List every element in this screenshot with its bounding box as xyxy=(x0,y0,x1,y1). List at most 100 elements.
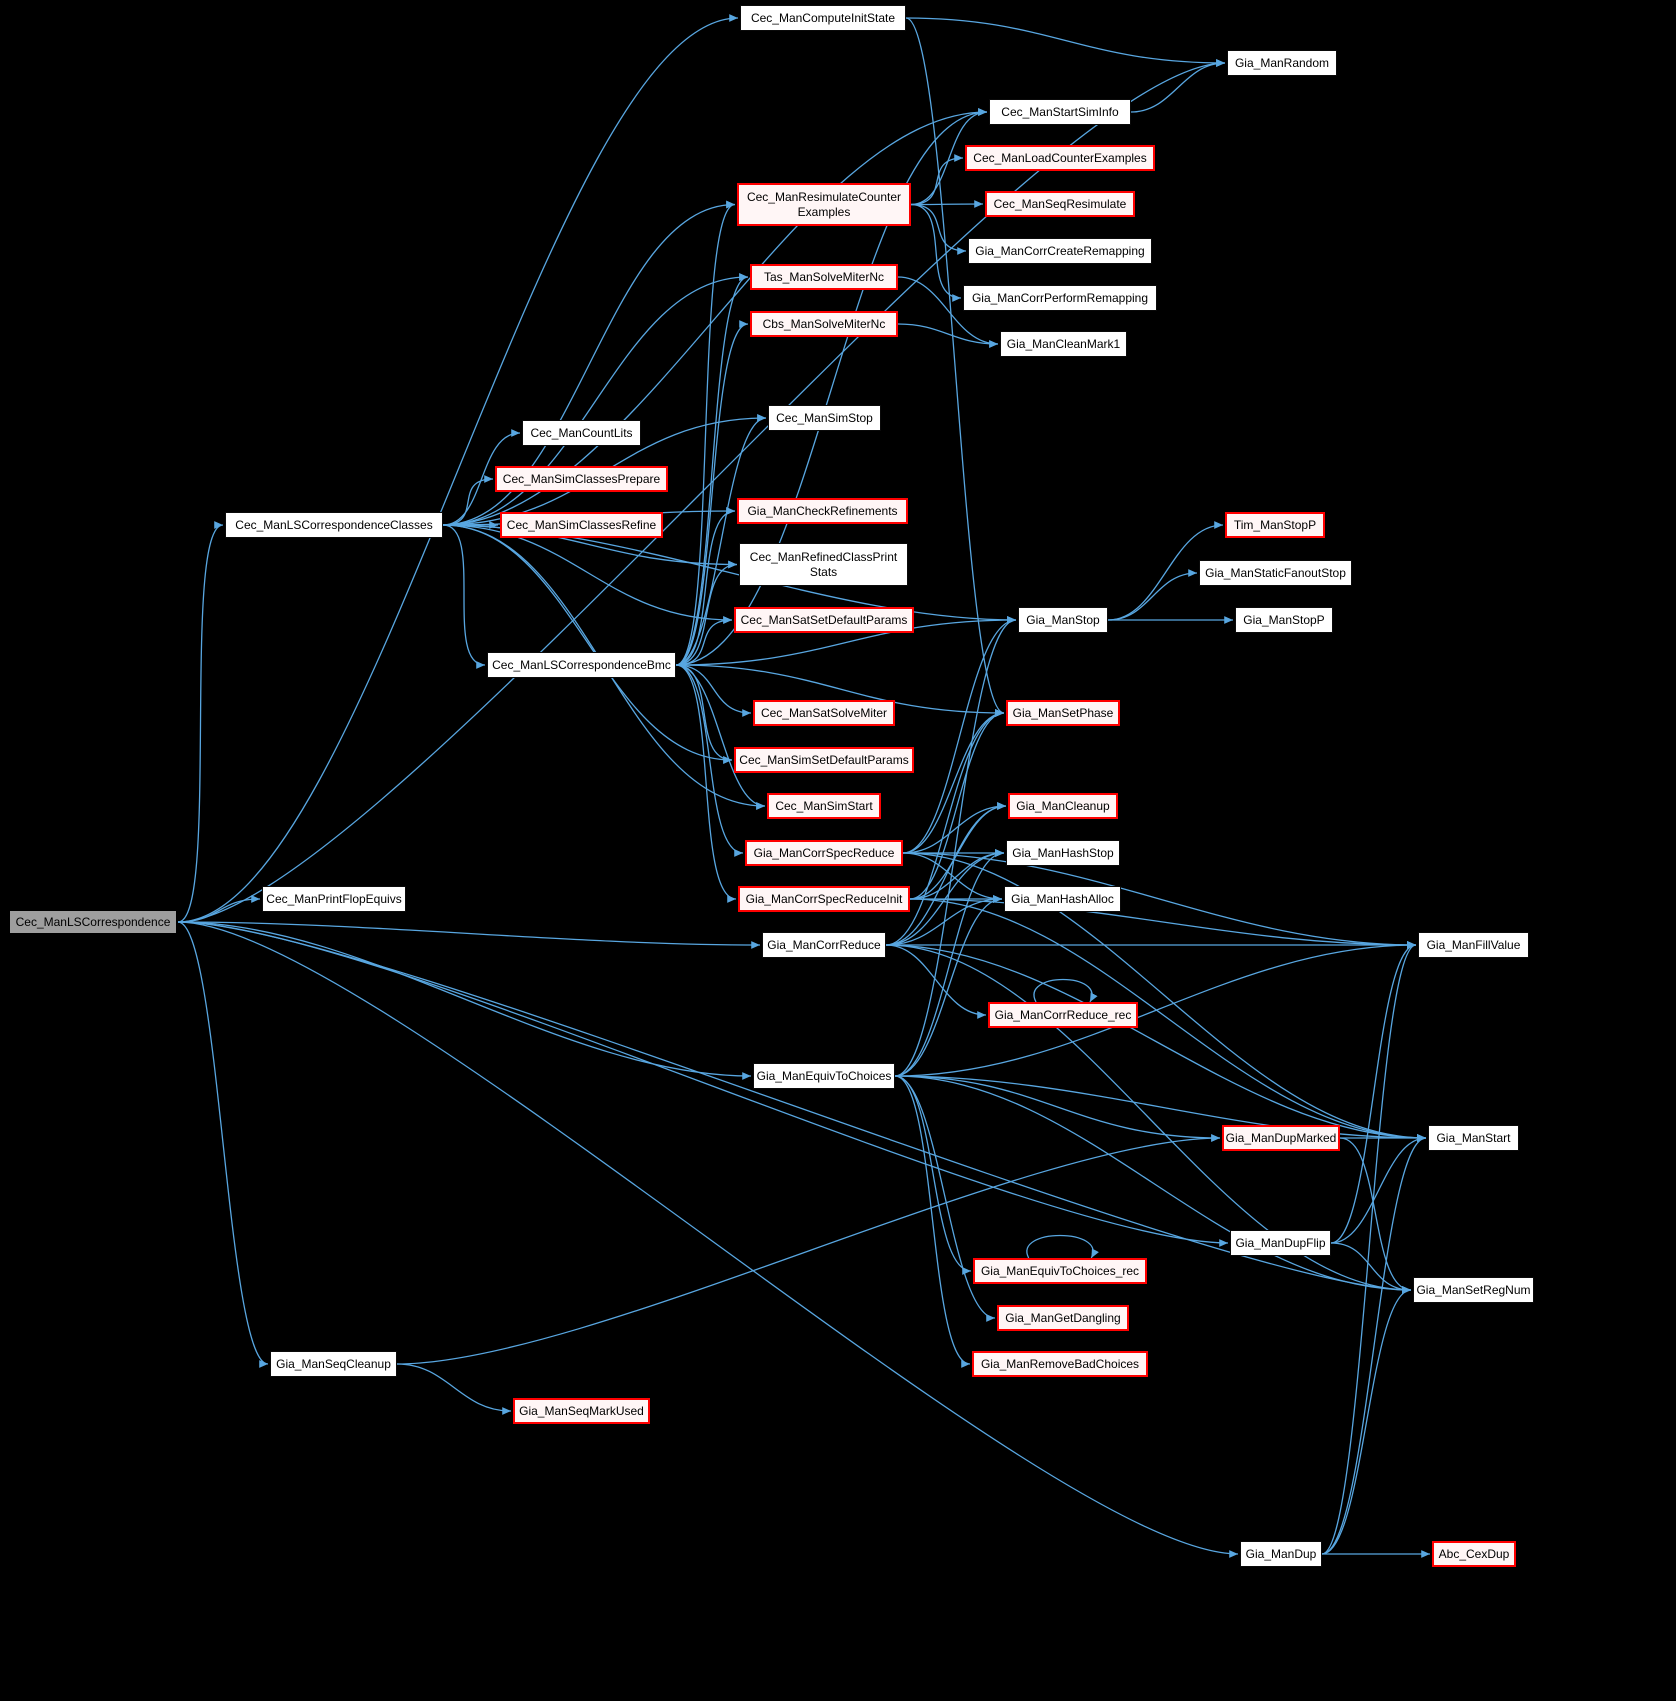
edge-gia-man-seq-cleanup--gia-man-seq-mark-used xyxy=(396,1363,512,1415)
node-gia-man-dup[interactable]: Gia_ManDup xyxy=(1240,1541,1322,1567)
edge-gia-man-equiv-to-choices--gia-man-set-reg-num xyxy=(894,1075,1412,1294)
node-gia-man-hash-stop[interactable]: Gia_ManHashStop xyxy=(1006,840,1120,866)
node-gia-man-corr-reduce-rec[interactable]: Gia_ManCorrReduce_rec xyxy=(988,1002,1138,1028)
edge-gia-man-stop--gia-man-static-fanout-stop xyxy=(1107,569,1198,621)
node-cec-man-sim-start[interactable]: Cec_ManSimStart xyxy=(767,793,881,819)
edge-cec-man-resimulate-counter-examples--cec-man-load-counter-examples xyxy=(910,154,964,206)
edge-gia-man-equiv-to-choices--gia-man-stop xyxy=(894,616,1017,1077)
node-gia-man-corr-reduce[interactable]: Gia_ManCorrReduce xyxy=(762,932,886,958)
node-gia-man-corr-spec-reduce[interactable]: Gia_ManCorrSpecReduce xyxy=(745,840,903,866)
edge-gia-man-corr-spec-reduce--gia-man-cleanup xyxy=(902,802,1007,854)
node-gia-man-equiv-to-choices[interactable]: Gia_ManEquivToChoices xyxy=(753,1063,895,1089)
edge-cec-man-ls-correspondence--cec-man-ls-correspondence-classes xyxy=(177,521,224,923)
edge-cec-man-compute-init-state--gia-man-set-phase xyxy=(905,17,1005,717)
edge-gia-man-equiv-to-choices--gia-man-dup-marked xyxy=(894,1075,1221,1142)
node-gia-man-seq-cleanup[interactable]: Gia_ManSeqCleanup xyxy=(270,1351,397,1377)
node-cec-man-refined-class-print-stats[interactable]: Cec_ManRefinedClassPrint Stats xyxy=(739,543,908,586)
edge-gia-man-dup-flip--gia-man-fill-value xyxy=(1330,941,1417,1244)
edge-cec-man-resimulate-counter-examples--cec-man-seq-resimulate xyxy=(910,200,984,208)
edge-cec-man-resimulate-counter-examples--gia-man-corr-create-remapping xyxy=(910,203,967,255)
edge-cec-man-ls-correspondence--gia-man-dup xyxy=(177,921,1239,1558)
edge-cbs-man-solve-miter-nc--gia-man-clean-mark1 xyxy=(897,323,999,348)
node-gia-man-corr-perform-remapping[interactable]: Gia_ManCorrPerformRemapping xyxy=(963,285,1157,311)
node-gia-man-static-fanout-stop[interactable]: Gia_ManStaticFanoutStop xyxy=(1199,560,1352,586)
node-cec-man-compute-init-state[interactable]: Cec_ManComputeInitState xyxy=(740,5,906,31)
edge-cec-man-ls-correspondence-classes--tas-man-solve-miter-nc xyxy=(442,273,749,526)
node-cec-man-sim-classes-refine[interactable]: Cec_ManSimClassesRefine xyxy=(500,512,663,538)
edge-gia-man-equiv-to-choices--gia-man-hash-alloc xyxy=(894,895,1003,1077)
node-cec-man-sim-stop[interactable]: Cec_ManSimStop xyxy=(768,405,881,431)
edge-group xyxy=(177,14,1430,1558)
edge-cec-man-ls-correspondence-bmc--cec-man-sat-solve-miter xyxy=(675,664,752,717)
edge-gia-man-dup--gia-man-fill-value xyxy=(1321,941,1417,1555)
node-cec-man-ls-correspondence-bmc[interactable]: Cec_ManLSCorrespondenceBmc xyxy=(487,652,676,678)
node-cec-man-load-counter-examples[interactable]: Cec_ManLoadCounterExamples xyxy=(965,145,1155,171)
node-gia-man-random[interactable]: Gia_ManRandom xyxy=(1227,50,1337,76)
edge-cec-man-ls-correspondence-classes--cec-man-resimulate-counter-examples xyxy=(442,200,736,526)
node-gia-man-get-dangling[interactable]: Gia_ManGetDangling xyxy=(997,1305,1129,1331)
edge-cec-man-ls-correspondence--gia-man-dup-flip xyxy=(177,921,1229,1247)
node-gia-man-stop[interactable]: Gia_ManStop xyxy=(1018,607,1108,633)
node-gia-man-check-refinements[interactable]: Gia_ManCheckRefinements xyxy=(737,498,908,524)
node-gia-man-seq-mark-used[interactable]: Gia_ManSeqMarkUsed xyxy=(513,1398,650,1424)
edge-cec-man-ls-correspondence-bmc--tas-man-solve-miter-nc xyxy=(675,273,749,666)
node-cec-man-seq-resimulate[interactable]: Cec_ManSeqResimulate xyxy=(985,191,1135,217)
node-gia-man-corr-create-remapping[interactable]: Gia_ManCorrCreateRemapping xyxy=(968,238,1152,264)
node-cec-man-ls-correspondence[interactable]: Cec_ManLSCorrespondence xyxy=(8,909,178,935)
edge-gia-man-corr-spec-reduce-init--gia-man-start xyxy=(909,898,1427,1142)
node-gia-man-set-reg-num[interactable]: Gia_ManSetRegNum xyxy=(1413,1277,1534,1303)
edge-gia-man-equiv-to-choices--gia-man-hash-stop xyxy=(894,849,1005,1077)
node-cec-man-resimulate-counter-examples[interactable]: Cec_ManResimulateCounter Examples xyxy=(737,183,911,226)
node-cec-man-ls-correspondence-classes[interactable]: Cec_ManLSCorrespondenceClasses xyxy=(225,512,443,538)
node-cbs-man-solve-miter-nc[interactable]: Cbs_ManSolveMiterNc xyxy=(750,311,898,337)
edge-cec-man-ls-correspondence-classes--gia-man-stop xyxy=(442,524,1017,624)
node-gia-man-dup-marked[interactable]: Gia_ManDupMarked xyxy=(1222,1125,1340,1151)
edge-gia-man-dup-flip--gia-man-start xyxy=(1330,1134,1427,1244)
edge-gia-man-corr-reduce--gia-man-set-phase xyxy=(885,709,1005,946)
edge-cec-man-resimulate-counter-examples--cec-man-start-sim-info xyxy=(910,108,988,206)
edge-gia-man-corr-spec-reduce--gia-man-hash-alloc xyxy=(902,852,1003,903)
node-gia-man-dup-flip[interactable]: Gia_ManDupFlip xyxy=(1230,1230,1331,1256)
edge-gia-man-corr-spec-reduce--gia-man-set-phase xyxy=(902,709,1005,854)
edge-cec-man-ls-correspondence-classes--cec-man-sat-set-default-params xyxy=(442,524,733,624)
edge-cec-man-start-sim-info--gia-man-random xyxy=(1130,59,1226,113)
edge-cec-man-ls-correspondence-bmc--cec-man-refined-class-print-stats xyxy=(675,560,738,666)
edge-gia-man-corr-spec-reduce--gia-man-stop xyxy=(902,616,1017,854)
node-gia-man-start[interactable]: Gia_ManStart xyxy=(1428,1125,1519,1151)
edge-gia-man-equiv-to-choices-rec--gia-man-equiv-to-choices-rec xyxy=(1026,1234,1099,1259)
edge-cec-man-ls-correspondence-bmc--cec-man-start-sim-info xyxy=(675,108,988,666)
edge-gia-man-stop--tim-man-stop-p xyxy=(1107,521,1224,621)
edge-cec-man-ls-correspondence-bmc--cec-man-resimulate-counter-examples xyxy=(675,200,736,666)
edge-cec-man-ls-correspondence--gia-man-seq-cleanup xyxy=(177,921,269,1368)
edge-gia-man-dup-flip--gia-man-set-reg-num xyxy=(1330,1242,1412,1294)
node-gia-man-stop-p[interactable]: Gia_ManStopP xyxy=(1235,607,1333,633)
node-gia-man-hash-alloc[interactable]: Gia_ManHashAlloc xyxy=(1004,886,1121,912)
node-cec-man-start-sim-info[interactable]: Cec_ManStartSimInfo xyxy=(989,99,1131,125)
edge-gia-man-dup--gia-man-start xyxy=(1321,1134,1427,1555)
node-gia-man-equiv-to-choices-rec[interactable]: Gia_ManEquivToChoices_rec xyxy=(973,1258,1147,1284)
node-gia-man-set-phase[interactable]: Gia_ManSetPhase xyxy=(1006,700,1120,726)
node-cec-man-count-lits[interactable]: Cec_ManCountLits xyxy=(522,420,641,446)
node-cec-man-sim-set-default-params[interactable]: Cec_ManSimSetDefaultParams xyxy=(734,747,914,773)
edge-cec-man-ls-correspondence--cec-man-compute-init-state xyxy=(177,14,739,923)
node-gia-man-remove-bad-choices[interactable]: Gia_ManRemoveBadChoices xyxy=(972,1351,1148,1377)
node-gia-man-cleanup[interactable]: Gia_ManCleanup xyxy=(1008,793,1118,819)
node-tim-man-stop-p[interactable]: Tim_ManStopP xyxy=(1225,512,1325,538)
node-cec-man-sat-solve-miter[interactable]: Cec_ManSatSolveMiter xyxy=(753,700,895,726)
node-gia-man-clean-mark1[interactable]: Gia_ManCleanMark1 xyxy=(1000,331,1127,357)
node-cec-man-sim-classes-prepare[interactable]: Cec_ManSimClassesPrepare xyxy=(495,466,668,492)
node-gia-man-fill-value[interactable]: Gia_ManFillValue xyxy=(1418,932,1529,958)
edge-cec-man-ls-correspondence-bmc--gia-man-set-phase xyxy=(675,664,1005,717)
edge-cec-man-compute-init-state--gia-man-random xyxy=(905,17,1226,67)
node-cec-man-sat-set-default-params[interactable]: Cec_ManSatSetDefaultParams xyxy=(734,607,914,633)
edge-cec-man-ls-correspondence-classes--cec-man-count-lits xyxy=(442,429,521,526)
node-gia-man-corr-spec-reduce-init[interactable]: Gia_ManCorrSpecReduceInit xyxy=(738,886,910,912)
edge-cec-man-ls-correspondence-classes--cec-man-sim-classes-prepare xyxy=(442,475,494,526)
edge-gia-man-equiv-to-choices--gia-man-remove-bad-choices xyxy=(894,1075,971,1368)
node-abc-cex-dup[interactable]: Abc_CexDup xyxy=(1432,1541,1516,1567)
edge-gia-man-seq-cleanup--gia-man-dup-marked xyxy=(396,1134,1221,1365)
edge-gia-man-corr-reduce-rec--gia-man-corr-reduce-rec xyxy=(1033,978,1098,1003)
edge-gia-man-equiv-to-choices--gia-man-equiv-to-choices-rec xyxy=(894,1075,972,1275)
node-cec-man-print-flop-equivs[interactable]: Cec_ManPrintFlopEquivs xyxy=(262,886,406,912)
node-tas-man-solve-miter-nc[interactable]: Tas_ManSolveMiterNc xyxy=(750,264,898,290)
